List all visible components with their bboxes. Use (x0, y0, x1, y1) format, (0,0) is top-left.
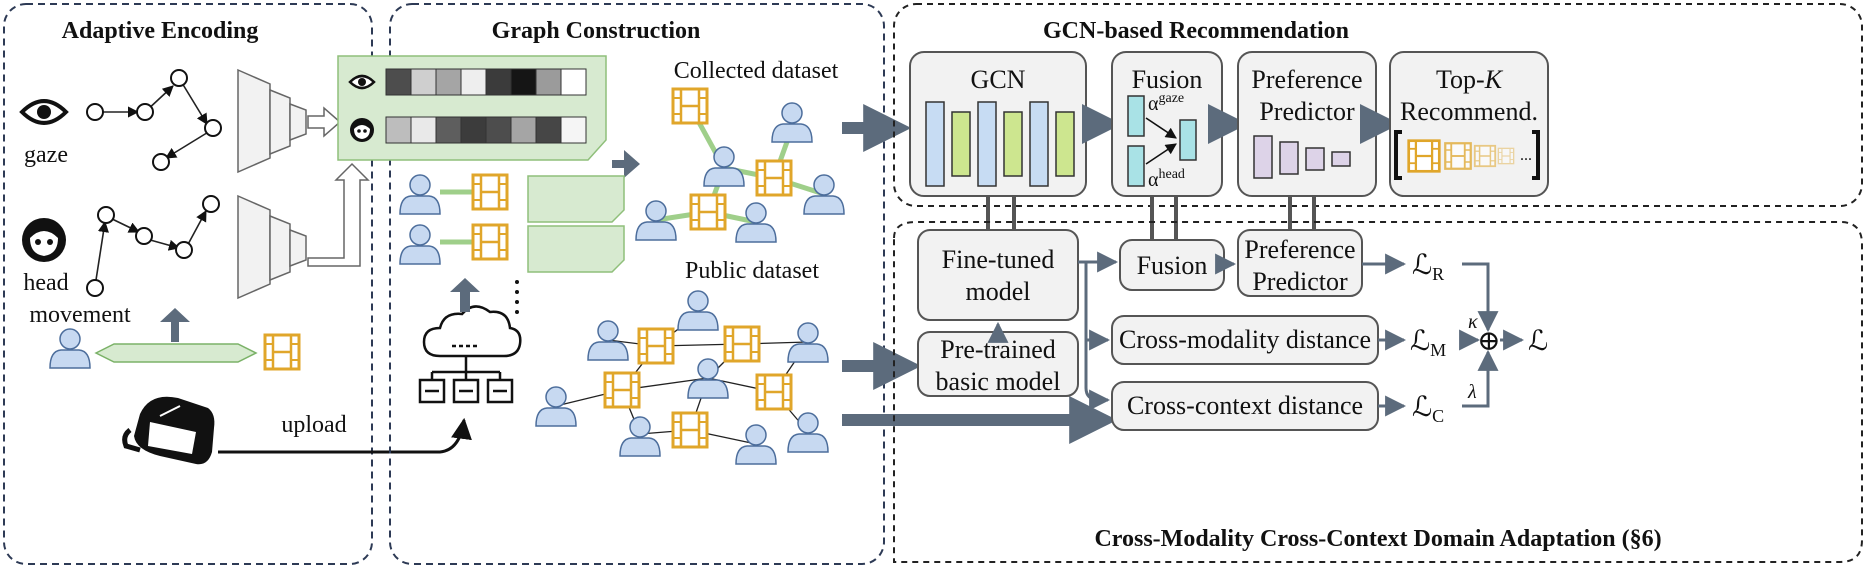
collected-dataset-graph (635, 87, 845, 243)
feature-cell (510, 68, 537, 96)
graph-construction-title: Graph Construction (492, 18, 701, 44)
topk-label-line1: Top-K (1436, 65, 1504, 94)
pref-label-line1: Preference (1251, 65, 1362, 94)
user-video-pair (49, 308, 301, 371)
sum-operator: ⊕ (1477, 326, 1500, 357)
panel-adaptive-encoding (3, 3, 373, 565)
fusion-inner: αgaze αhead (1127, 91, 1197, 191)
feature-cell (485, 116, 512, 144)
collected-dataset-label: Collected dataset (674, 58, 839, 84)
upload-arrow (218, 417, 472, 454)
adaptive-encoding-title: Adaptive Encoding (62, 18, 259, 44)
gcn-label: GCN (971, 65, 1026, 94)
gaze-feature-vector (385, 68, 587, 96)
topk-ellipsis: ... (1520, 147, 1532, 164)
finetuned-model-box (917, 229, 1079, 321)
feature-cell (385, 116, 412, 144)
head-label-line2: movement (29, 302, 131, 328)
cloud-server-icon (418, 305, 522, 404)
eye-icon (19, 99, 69, 125)
feature-cell (535, 116, 562, 144)
gaze-trajectory (86, 69, 222, 171)
gcn-recommendation-title: GCN-based Recommendation (1043, 18, 1349, 44)
cross-modality-label: Cross-modality distance (1119, 325, 1371, 354)
finetuned-line2: model (966, 277, 1031, 306)
public-dataset-label: Public dataset (685, 258, 819, 284)
gaze-label: gaze (24, 142, 68, 168)
feature-cell (435, 68, 462, 96)
feature-cell (410, 68, 437, 96)
pretrained-line2: basic model (936, 367, 1061, 396)
loss-c: ℒC (1412, 392, 1444, 426)
card-to-graph-arrow (612, 150, 640, 178)
face-icon-small (350, 118, 374, 142)
feature-cell (410, 116, 437, 144)
feature-cell (510, 116, 537, 144)
alpha-head: α (1148, 169, 1159, 191)
embedding-card (337, 55, 607, 161)
panel-domain-adaptation (893, 221, 1863, 563)
pref-label-line2: Predictor (1259, 97, 1355, 126)
pref-small-line1: Preference (1244, 235, 1355, 264)
upload-label: upload (281, 412, 346, 438)
pref-small-line2: Predictor (1252, 267, 1348, 296)
pref-bars (1253, 135, 1351, 179)
face-icon (22, 218, 66, 262)
feature-cell (460, 68, 487, 96)
finetuned-line1: Fine-tuned (942, 245, 1055, 274)
panel-graph-construction (389, 3, 885, 565)
feature-cell (485, 68, 512, 96)
total-loss: ℒ (1528, 326, 1548, 357)
lambda-label: λ (1467, 381, 1477, 403)
vr-headset-icon (122, 396, 215, 465)
interaction-rows (399, 173, 625, 314)
feature-cell (535, 68, 562, 96)
fusion-small-label: Fusion (1137, 251, 1208, 280)
loss-r: ℒR (1412, 250, 1444, 284)
domain-adaptation-title: Cross-Modality Cross-Context Domain Adap… (1094, 526, 1661, 552)
feature-cell (460, 116, 487, 144)
svg-text:αgaze: αgaze (1148, 91, 1184, 115)
feature-cell (385, 68, 412, 96)
feature-cell (560, 116, 587, 144)
head-label-line1: head (23, 270, 68, 296)
feature-cell (560, 68, 587, 96)
head-trajectory (86, 195, 220, 297)
eye-icon-small (348, 74, 376, 90)
kappa-label: κ (1468, 311, 1478, 333)
gaze-encoder (237, 68, 342, 174)
cloud-up-arrow (450, 278, 480, 312)
panel-gcn-recommendation (893, 3, 1863, 207)
fusion-label: Fusion (1132, 65, 1203, 94)
pretrained-line1: Pre-trained (940, 335, 1056, 364)
cross-context-label: Cross-context distance (1127, 391, 1363, 420)
adaptation-flows (987, 251, 1525, 417)
alpha-head-sup: head (1158, 167, 1184, 182)
public-dataset-graph (535, 290, 829, 465)
head-encoder (237, 162, 370, 300)
alpha-gaze: α (1148, 93, 1159, 115)
gcn-layers (925, 101, 1075, 187)
feature-cell (435, 116, 462, 144)
alpha-gaze-sup: gaze (1158, 91, 1184, 106)
topk-list: ... (1394, 130, 1540, 180)
module-connectors (986, 196, 1316, 240)
topk-label-line2: Recommend. (1400, 97, 1538, 126)
head-feature-vector (385, 116, 587, 144)
loss-m: ℒM (1410, 326, 1446, 360)
svg-text:αhead: αhead (1148, 167, 1185, 191)
